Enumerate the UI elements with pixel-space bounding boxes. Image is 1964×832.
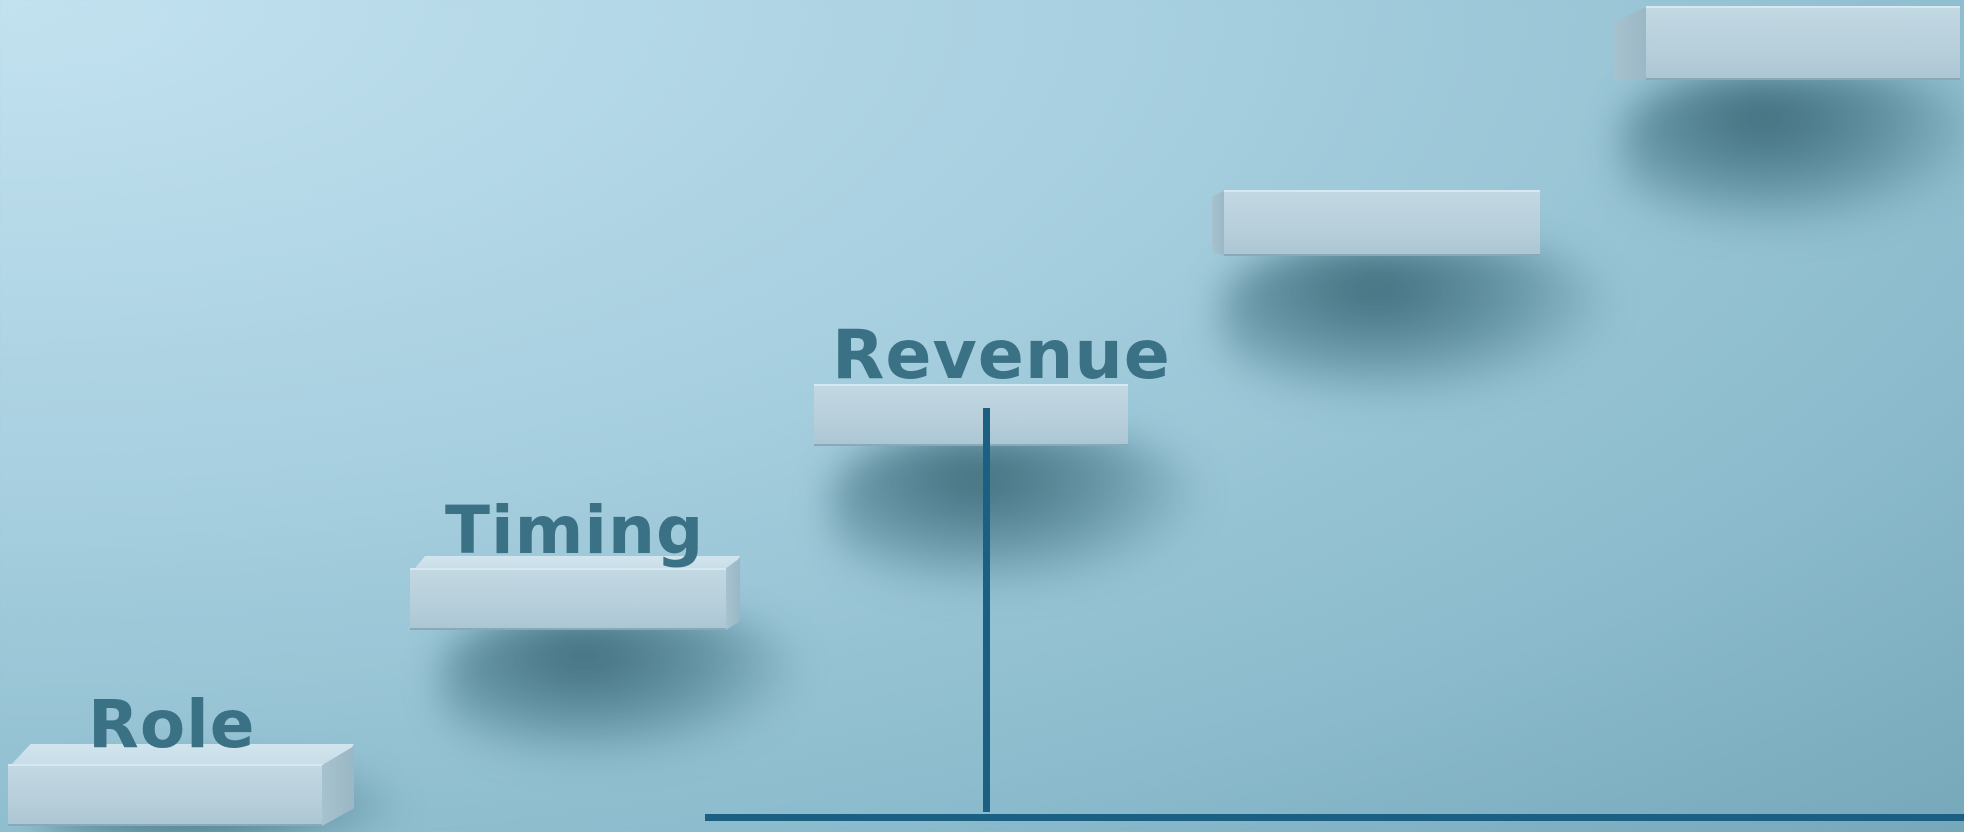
- step-2-shadow: [440, 610, 800, 760]
- horizontal-line: [705, 814, 1964, 821]
- step-3: [814, 384, 1128, 446]
- step-5: [1646, 6, 1960, 80]
- step-2: [410, 568, 728, 630]
- label-revenue: Revenue: [832, 316, 1171, 395]
- step-4-shadow: [1220, 240, 1610, 400]
- step-5-shadow: [1620, 70, 1964, 230]
- vertical-line: [983, 408, 990, 812]
- step-1: [8, 764, 324, 826]
- step-4: [1224, 190, 1540, 256]
- step-5-side: [1614, 6, 1648, 80]
- step-3-shadow: [830, 430, 1200, 590]
- step-1-top: [10, 744, 354, 766]
- step-4-side: [1212, 190, 1226, 256]
- label-role: Role: [88, 686, 256, 763]
- step-2-side: [726, 558, 740, 630]
- label-timing: Timing: [445, 492, 705, 569]
